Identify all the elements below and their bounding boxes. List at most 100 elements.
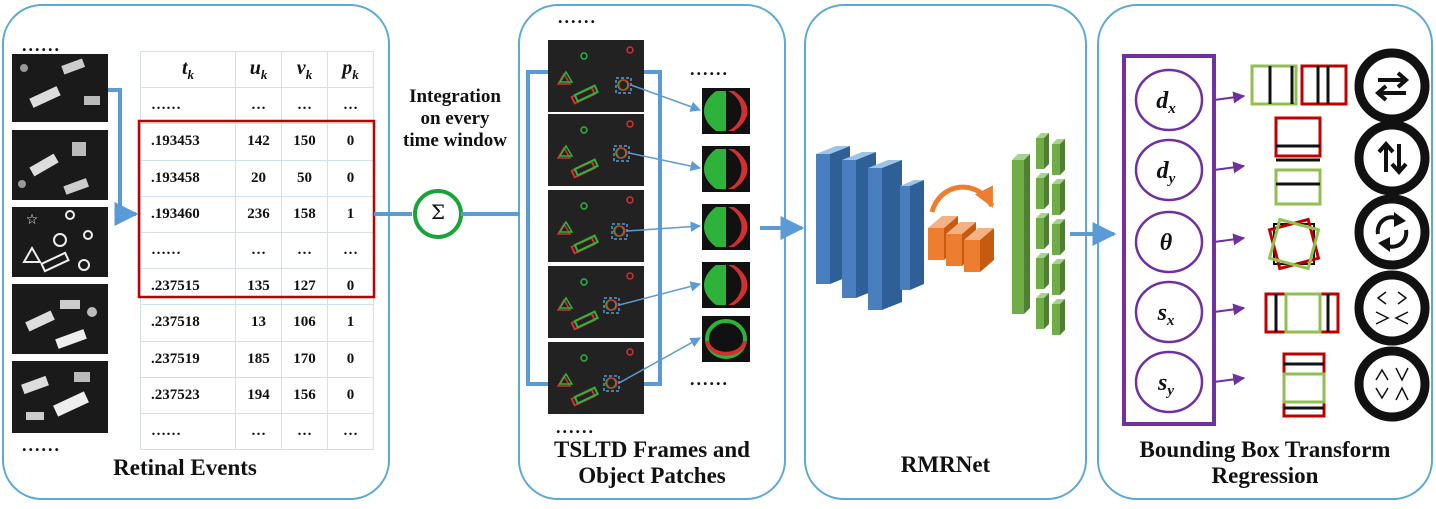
param-box (1122, 54, 1216, 426)
conv-block-3 (868, 160, 902, 310)
fc-tall-layer (1012, 154, 1030, 314)
table-cell: 20 (235, 159, 282, 197)
table-cell: … (327, 412, 374, 451)
bbox-translate-y (1274, 116, 1322, 206)
table-cell: 150 (281, 123, 328, 161)
conv-block-4 (900, 180, 924, 290)
frames-dots-top: ...... (558, 7, 597, 27)
tsltd-frame (548, 190, 644, 262)
swap-vertical-icon (1354, 120, 1430, 196)
object-patch (702, 146, 750, 192)
rotate-icon (1354, 194, 1430, 270)
table-cell: …… (140, 231, 236, 270)
tsltd-frames (548, 40, 644, 414)
table-cell: 170 (281, 340, 328, 378)
patch-arrow (628, 152, 702, 172)
fc-unit (1052, 179, 1065, 215)
thumbnail-5 (12, 361, 108, 433)
conv-layers (816, 146, 924, 310)
table-cell: 236 (235, 195, 282, 233)
event-thumbnails: ☆ (12, 54, 108, 433)
table-row: …………… (140, 412, 374, 451)
param-label: dy (1157, 158, 1176, 187)
table-cell: … (235, 231, 282, 270)
frames-dots-bottom: ...... (556, 417, 595, 437)
swap-horizontal-icon (1354, 48, 1430, 124)
object-patch (702, 262, 750, 308)
param-ellipse (1134, 138, 1204, 202)
patches-dots-top: ...... (690, 59, 729, 79)
transform-icons (1354, 48, 1430, 422)
thumbnail-2 (12, 130, 108, 200)
bbox-scale-x (1264, 292, 1340, 334)
param-arrow (1213, 91, 1246, 104)
table-row: …………… (140, 87, 374, 125)
fc-unit (1036, 253, 1049, 289)
bbox-scale-y (1282, 352, 1326, 418)
table-cell: 1 (327, 195, 374, 233)
fc-unit (1036, 293, 1049, 329)
fc-unit (1052, 219, 1065, 255)
table-cell: … (281, 412, 328, 451)
tsltd-title: TSLTD Frames and Object Patches (554, 437, 750, 489)
fc-layers (1012, 133, 1065, 335)
thumbnail-1 (12, 54, 108, 122)
table-cell: .237518 (140, 304, 236, 342)
patch-arrow (618, 337, 701, 384)
table-cell: .193460 (140, 195, 236, 233)
table-cell: … (235, 412, 282, 451)
table-cell: 135 (235, 268, 282, 306)
tsltd-frame (548, 114, 644, 186)
table-cell: … (235, 87, 282, 125)
fc-unit (1036, 213, 1049, 249)
events-dots-bottom: ...... (22, 435, 61, 455)
table-cell: .193458 (140, 159, 236, 197)
table-cell: 127 (281, 268, 328, 306)
thumbnail-to-table-arrow (108, 88, 139, 226)
param-arrow (1213, 373, 1246, 386)
recurrent-block-3 (964, 228, 994, 272)
table-header-cell: pk (327, 50, 374, 89)
sum-symbol: Σ (430, 200, 446, 224)
object-patches (618, 84, 750, 384)
recurrent-loop-arrow (929, 184, 995, 213)
table-cell: 50 (281, 159, 328, 197)
recurrent-layers (928, 184, 995, 272)
param-ellipse (1134, 350, 1204, 414)
fc-output-units (1036, 133, 1065, 335)
thumbnail-4 (12, 284, 108, 354)
table-cell: … (281, 87, 328, 125)
scale-vertical-icon (1354, 346, 1430, 422)
fc-unit (1036, 133, 1049, 169)
table-cell: 13 (235, 304, 282, 342)
patches-dots-bottom: ...... (690, 369, 729, 389)
tsltd-frame (548, 342, 644, 414)
patch-arrow (626, 221, 702, 232)
fc-unit (1052, 139, 1065, 175)
table-cell: 0 (327, 159, 374, 197)
scale-horizontal-icon (1354, 270, 1430, 346)
object-patch (702, 88, 750, 134)
thumbnail-3: ☆ (12, 207, 108, 277)
table-header-cell: vk (281, 50, 328, 89)
fc-unit (1052, 299, 1065, 335)
integration-label: Integration on every time window (403, 86, 507, 151)
param-arrow (1213, 161, 1246, 174)
table-cell: .237515 (140, 268, 236, 306)
param-label: sx (1157, 300, 1175, 329)
retinal-events-title: Retinal Events (113, 455, 257, 480)
param-ellipse (1134, 280, 1204, 344)
selected-window-box (137, 119, 376, 299)
